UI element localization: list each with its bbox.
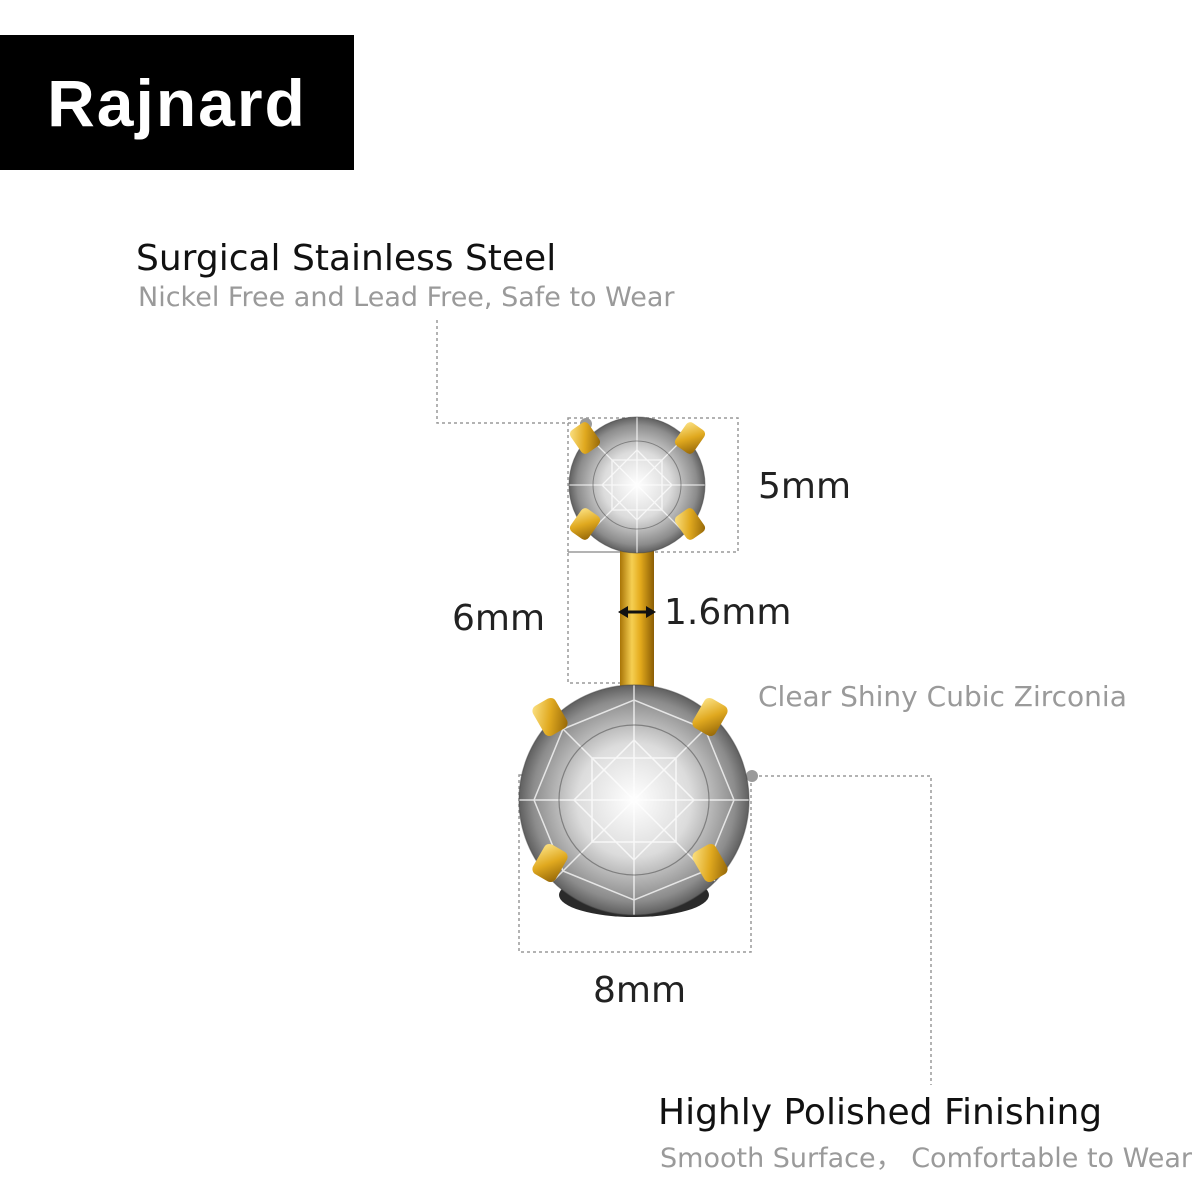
- finish-title: Highly Polished Finishing: [658, 1092, 1103, 1133]
- top-gem-dimension-box: [567, 417, 739, 553]
- bar-length-dimension-box: [567, 551, 629, 684]
- top-gem-size-label: 5mm: [758, 466, 852, 507]
- material-title: Surgical Stainless Steel: [136, 238, 557, 279]
- brand-name: Rajnard: [47, 65, 307, 140]
- brand-logo: Rajnard: [0, 35, 354, 170]
- bottom-gem-size-label: 8mm: [593, 970, 687, 1011]
- bar-length-label: 6mm: [452, 598, 546, 639]
- bar-gauge-label: 1.6mm: [664, 592, 792, 633]
- finish-leader-dot: [746, 770, 758, 782]
- material-subtitle: Nickel Free and Lead Free, Safe to Wear: [138, 282, 675, 313]
- finish-leader-line: [753, 775, 932, 1085]
- gauge-arrow-icon: [618, 606, 656, 618]
- bottom-gem-icon: [518, 684, 750, 917]
- top-gem-icon: [568, 416, 706, 554]
- finish-subtitle: Smooth Surface， Comfortable to Wear: [660, 1143, 1193, 1174]
- material-leader-line: [436, 320, 584, 424]
- stone-label: Clear Shiny Cubic Zirconia: [758, 680, 1127, 713]
